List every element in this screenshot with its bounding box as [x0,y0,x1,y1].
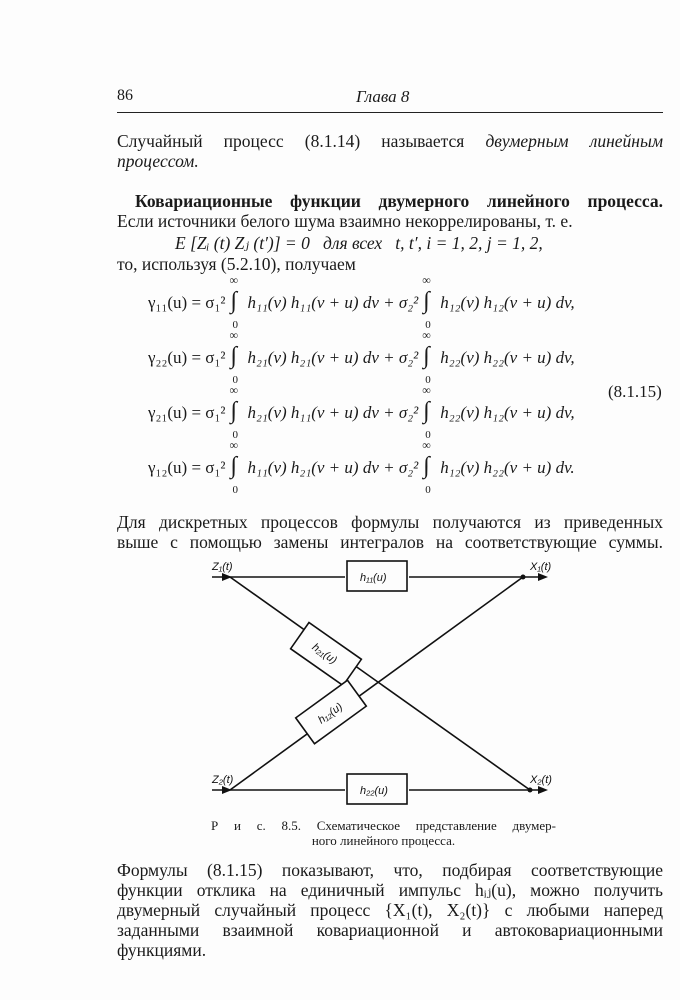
box-h21 [289,621,363,687]
chapter-header: Глава 8 [356,87,410,106]
box-h22 [346,773,408,805]
integral-symbol: ∫ [230,453,238,479]
upper-limit: ∞ [229,383,239,397]
integral-sign: ∞∫ 0 [229,328,243,386]
label-x2: X₂(t) [529,774,552,786]
label-x1: X₁(t) [529,561,552,573]
upper-limit: ∞ [229,273,239,287]
equation-term1: h₂₁(v) h₂₁(v + u) dv + σ₂² [247,348,419,367]
italic-term: процессом. [117,151,199,171]
upper-limit: ∞ [422,328,431,342]
integral-sign: ∞∫ 0 [229,273,243,331]
para3-line3: двумерный случайный процесс {X₁(t), X₂(t… [117,900,663,920]
upper-limit: ∞ [229,328,239,342]
integral-sign: ∞∫ 0 [229,383,243,441]
para1-line1: Случайный процесс (8.1.14) называется дв… [117,131,663,151]
equation-term2: h₂₂(v) h₁₂(v + u) dv, [440,403,575,422]
figure-caption-line2: ного линейного процесса. [311,833,456,848]
line-z2-x1 [229,576,524,791]
para3-line2: функции отклика на единичный импульс hᵢⱼ… [117,880,663,900]
equation-lhs: γ₁₁(u) = σ₁² [148,293,226,312]
para3-line4: заданными взаимной ковариационной и авто… [117,920,663,940]
lower-limit: 0 [232,484,238,496]
upper-limit: ∞ [422,273,431,287]
equation-number: (8.1.15) [608,382,662,401]
italic-term: двумерным линейным [485,131,663,151]
label-h11: h₁₁(u) [360,572,387,584]
integral-sign: ∞∫ 0 [229,438,243,496]
arrow-z1 [222,573,232,581]
label-h22: h₂₂(u) [360,785,388,797]
integral-symbol: ∫ [230,398,238,424]
integral-symbol: ∫ [230,343,238,369]
integral-symbol: ∫ [423,453,430,479]
integral-sign: ∞∫ 0 [422,273,436,331]
page-number: 86 [117,87,133,104]
arrow-x2 [538,786,548,794]
equation-term1: h₂₁(v) h₁₁(v + u) dv + σ₂² [247,403,419,422]
lower-limit: 0 [425,484,431,496]
equation-lhs: γ₂₁(u) = σ₁² [148,403,226,422]
lower-limit: 0 [425,319,431,331]
upper-limit: ∞ [422,383,431,397]
integral-symbol: ∫ [423,398,430,424]
equation-term2: h₂₂(v) h₂₂(v + u) dv, [440,348,575,367]
para2-line2: выше с помощью замены интегралов на соот… [117,532,663,552]
line-z1-x2 [229,576,531,791]
para2-line1: Для дискретных процессов формулы получаю… [117,512,663,532]
equation-term2: h₁₂(v) h₂₂(v + u) dv. [440,458,575,477]
integral-sign: ∞∫ 0 [422,383,436,441]
label-z2: Z₂(t) [211,774,234,786]
header-rule [117,112,663,113]
equation-term1: h₁₁(v) h₁₁(v + u) dv + σ₂² [247,293,419,312]
integral-symbol: ∫ [423,288,430,314]
arrow-z2 [222,786,232,794]
integral-sign: ∞∫ 0 [422,438,436,496]
section-line2: Если источники белого шума взаимно некор… [117,211,573,231]
upper-limit: ∞ [422,438,431,452]
equation-term2: h₁₂(v) h₁₂(v + u) dv, [440,293,575,312]
box-h11 [346,560,408,592]
integral-sign: ∞∫ 0 [422,328,436,386]
lower-limit: 0 [425,374,431,386]
para3-line1: Формулы (8.1.15) показывают, что, подбир… [117,860,663,880]
integral-symbol: ∫ [230,288,238,314]
label-z1: Z₁(t) [211,561,233,573]
lower-limit: 0 [232,374,238,386]
figure-caption-line1: Р и с. 8.5. Схематическое представление … [211,818,556,833]
equation-term1: h₁₁(v) h₂₁(v + u) dv + σ₂² [247,458,419,477]
integral-symbol: ∫ [423,343,430,369]
lower-limit: 0 [425,429,431,441]
section-heading: Ковариационные функции двумерного линейн… [135,191,663,211]
using-line: то, используя (5.2.10), получаем [117,254,356,274]
equation-lhs: γ₂₂(u) = σ₁² [148,348,226,367]
equation-lhs: γ₁₂(u) = σ₁² [148,458,226,477]
lower-limit: 0 [232,319,238,331]
box-h12 [294,679,368,745]
junction-x1 [520,574,526,580]
uncorrelated-equation: E [Zᵢ (t) Zⱼ (t′)] = 0 для всех t, t′, i… [175,233,543,253]
lower-limit: 0 [232,429,238,441]
para3-line5: функциями. [117,940,207,960]
arrow-x1 [538,573,548,581]
text: Случайный процесс (8.1.14) называется [117,131,465,151]
upper-limit: ∞ [229,438,239,452]
junction-x2 [527,787,533,793]
